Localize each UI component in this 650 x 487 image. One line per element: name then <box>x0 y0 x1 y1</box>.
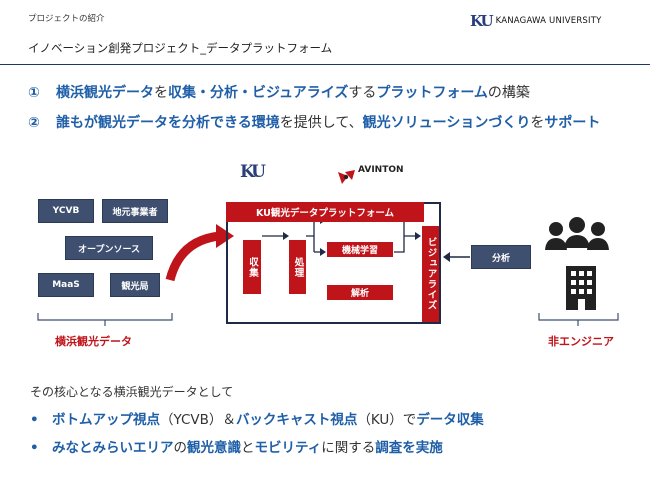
header-divider <box>0 64 650 65</box>
bullet-2-part: と <box>241 440 255 456</box>
point-1-number: ① <box>28 85 40 101</box>
ku-logo-mark: KU <box>470 12 494 30</box>
slide-title: イノベーション創発プロジェクト_データプラットフォーム <box>28 41 333 55</box>
point-2-part: 観光ソリューションづくり <box>362 115 531 131</box>
point-1-part: 収集・分析・ビジュアライズ <box>168 85 349 101</box>
point-1-part: の構築 <box>487 85 530 101</box>
bullet-2-part: 観光意識 <box>187 440 241 456</box>
building-icon <box>566 266 596 310</box>
source-maas: MaaS <box>38 273 94 297</box>
source-local-business: 地元事業者 <box>102 199 168 223</box>
point-2-part: を <box>530 115 545 131</box>
sources-bracket <box>37 313 173 321</box>
point-1-part: プラットフォーム <box>376 85 488 101</box>
section-label: プロジェクトの紹介 <box>28 14 105 24</box>
source-open-source: オープンソース <box>65 236 153 260</box>
bullet-dot: • <box>30 412 39 428</box>
analyze-box: 分析 <box>471 245 531 269</box>
bullet-2-part: に関する <box>321 440 376 456</box>
bullet-1-part: データ収集 <box>416 412 484 428</box>
input-arrow <box>165 231 221 282</box>
university-name: KANAGAWA UNIVERSITY <box>495 16 602 26</box>
source-tourism-bureau: 観光局 <box>110 273 160 297</box>
point-2-number: ② <box>28 115 40 131</box>
ku-logo: KU <box>240 162 266 182</box>
lead-text: その核心となる横浜観光データとして <box>30 385 234 399</box>
platform-title: KU観光データプラットフォーム <box>226 202 424 222</box>
point-2: ② 誰もが観光データを分析できる環境を提供して、観光ソリューションづくりをサポート <box>28 112 600 132</box>
university-logo: KU KANAGAWA UNIVERSITY <box>470 12 602 30</box>
people-icon <box>545 217 609 250</box>
bullet-2-part: みなとみらいエリア <box>52 440 174 456</box>
point-1-part: 横浜観光データ <box>56 85 154 101</box>
stage-machine-learning: 機械学習 <box>327 242 393 257</box>
bullet-1-part: （KU）で <box>357 412 417 428</box>
users-label: 非エンジニア <box>548 335 614 348</box>
stage-analysis: 解析 <box>327 285 393 300</box>
avinton-logo-mark <box>338 170 355 184</box>
bullet-1-part: ボトムアップ視点 <box>52 412 160 428</box>
bullet-2-part: モビリティ <box>254 440 322 456</box>
point-2-part: を提供して、 <box>279 115 363 131</box>
point-1-part: を <box>154 85 168 101</box>
point-1: ① 横浜観光データを収集・分析・ビジュアライズするプラットフォームの構築 <box>28 82 530 102</box>
stage-visualize: ビジュアライズ <box>422 226 439 322</box>
bullet-1-part: バックキャスト視点 <box>235 412 358 428</box>
bullet-2: • みなとみらいエリアの観光意識とモビリティに関する調査を実施 <box>30 436 443 456</box>
point-2-part: サポート <box>544 115 601 131</box>
source-ycvb: YCVB <box>38 199 94 223</box>
bullet-1-part: （YCVB）＆ <box>160 412 236 428</box>
stage-collect: 収集 <box>243 240 261 294</box>
bullet-dot: • <box>30 440 39 456</box>
bullet-2-part: 調査を実施 <box>375 440 443 456</box>
avinton-logo-text: AVINTON <box>358 165 404 175</box>
point-1-part: する <box>348 85 377 101</box>
sources-label: 横浜観光データ <box>55 335 132 348</box>
stage-process: 処理 <box>289 240 306 294</box>
point-2-part: 誰もが観光データを分析できる環境 <box>56 115 280 131</box>
bullet-1: • ボトムアップ視点（YCVB）＆バックキャスト視点（KU）でデータ収集 <box>30 408 484 428</box>
bullet-2-part: の <box>173 440 188 456</box>
